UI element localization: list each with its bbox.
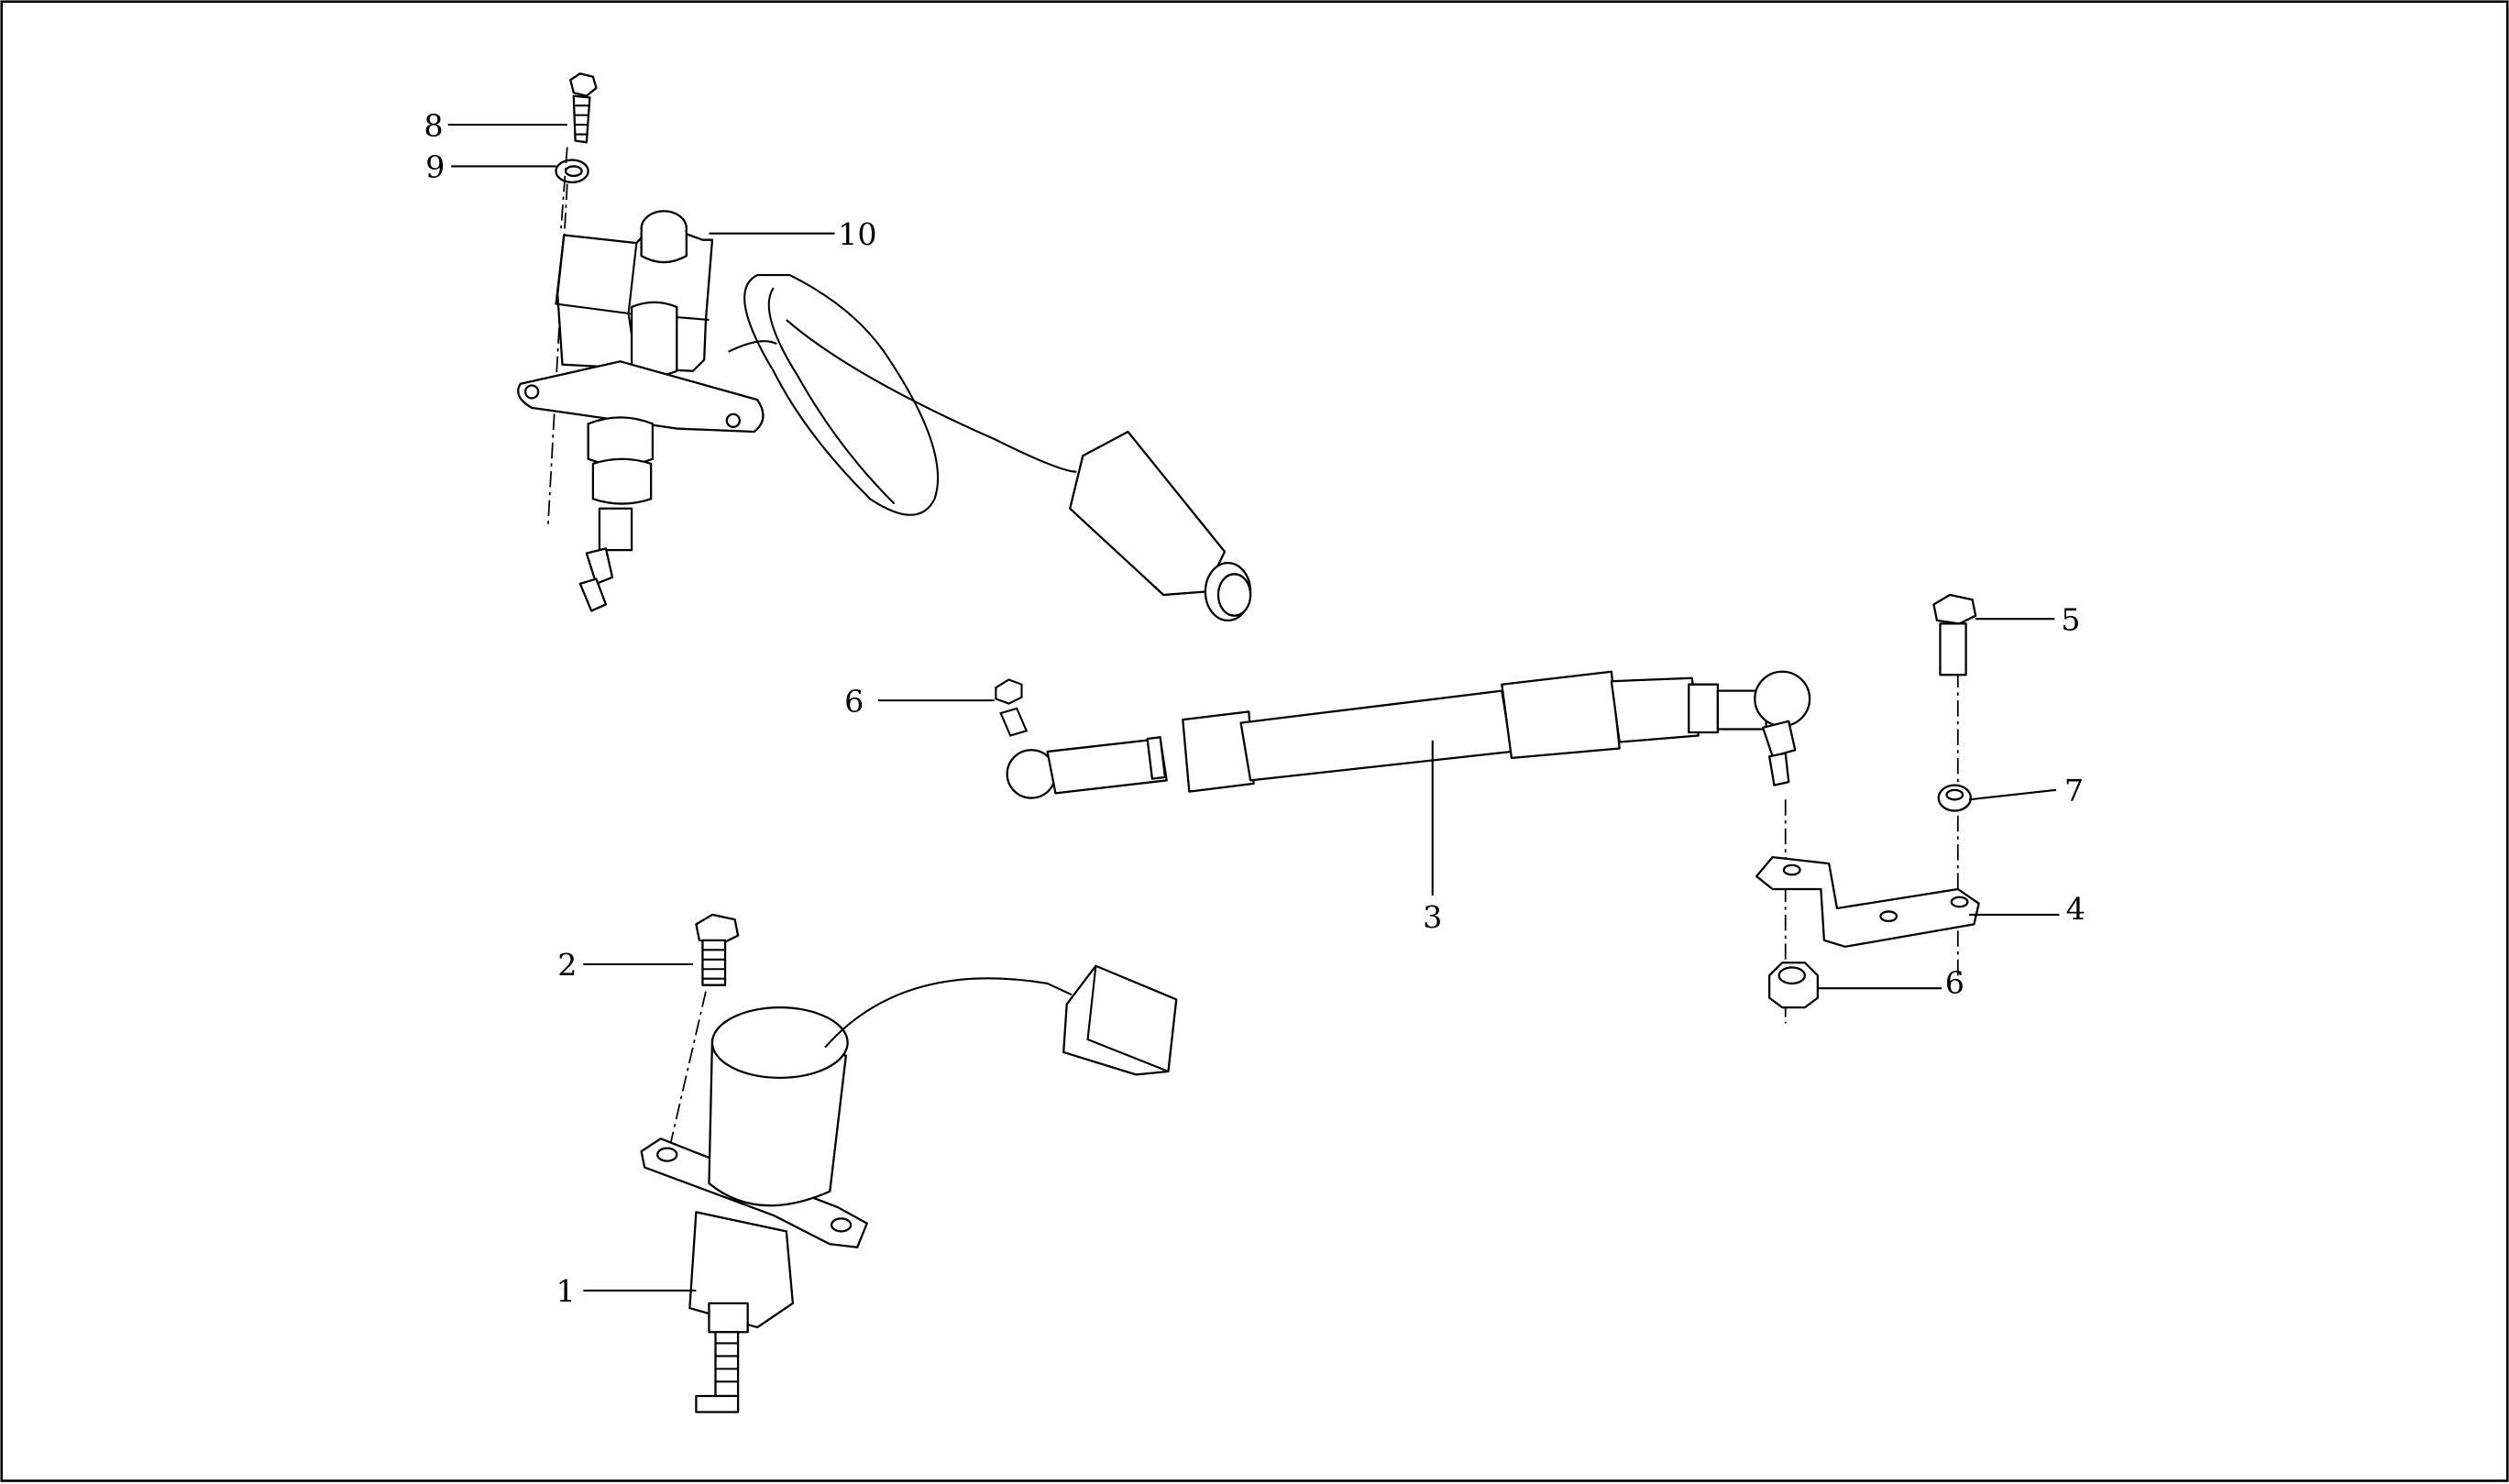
callout-6-lower: 6 <box>1945 965 1964 1001</box>
callout-3: 3 <box>1423 899 1442 935</box>
callout-5: 5 <box>2061 601 2080 637</box>
part-10-solenoid-valve <box>517 210 1252 622</box>
part-8-bolt <box>569 72 598 144</box>
callout-7: 7 <box>2064 773 2084 808</box>
part-6-nut <box>1767 962 1820 1009</box>
part-9-washer <box>555 159 589 184</box>
callout-2: 2 <box>557 947 577 983</box>
callout-10: 10 <box>838 216 877 252</box>
part-3-linkage-rod <box>995 670 1811 799</box>
part-4-bracket <box>1755 855 1980 948</box>
part-1-stop-solenoid <box>640 964 1178 1413</box>
part-2-bolt <box>695 913 740 986</box>
leader-lines <box>447 124 2060 1292</box>
callout-8: 8 <box>424 107 443 143</box>
part-7-washer <box>1937 784 1973 812</box>
callout-4: 4 <box>2066 891 2085 927</box>
callout-6-upper: 6 <box>844 683 864 719</box>
centerline <box>667 991 707 1152</box>
callout-9: 9 <box>425 149 445 185</box>
part-5-bolt <box>1932 593 1977 676</box>
callout-1: 1 <box>556 1273 575 1309</box>
centerline <box>546 147 568 528</box>
